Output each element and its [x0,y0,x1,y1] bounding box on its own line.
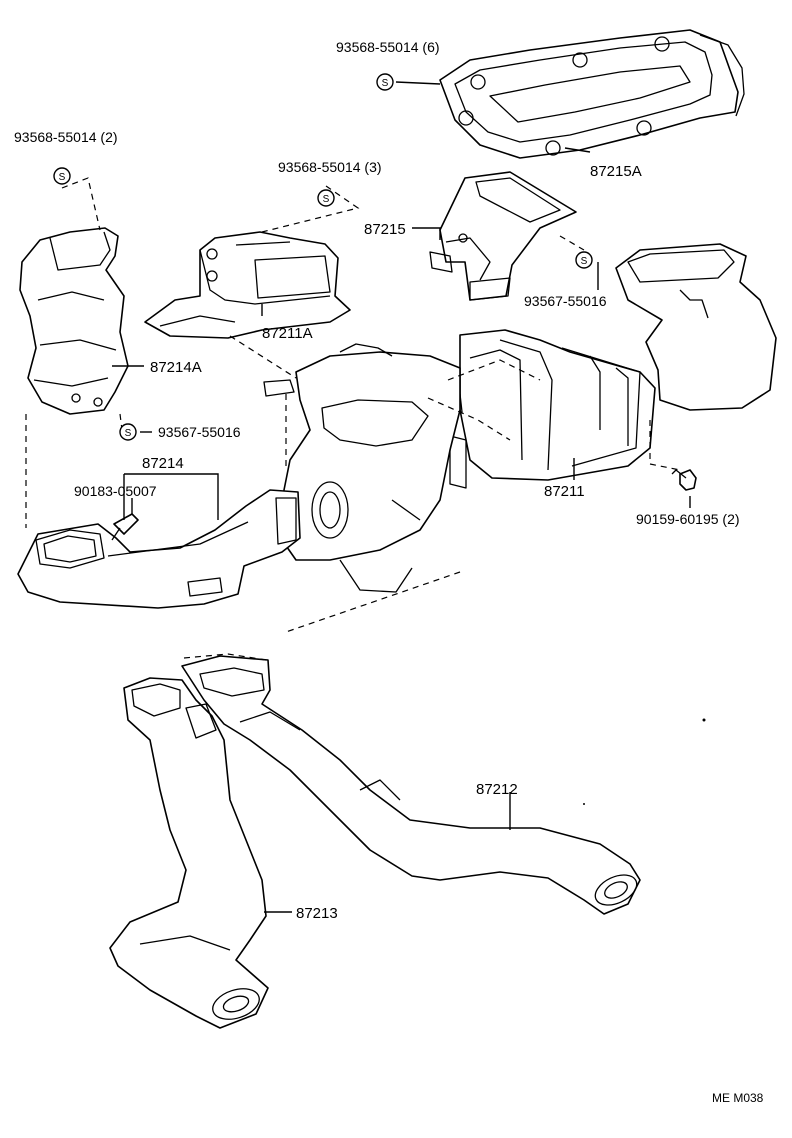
label-87214a: 87214A [150,359,202,376]
part-87214a-duct [19,227,129,415]
s-symbol-lower-left: S [119,423,137,441]
label-87214: 87214 [142,455,184,472]
part-87215a-cover [439,29,745,159]
label-87211a: 87211A [262,325,313,342]
label-90159-60195-2: 90159-60195 (2) [636,511,740,527]
label-90183-05007: 90183-05007 [74,483,157,499]
s-symbol-top: S [376,73,394,91]
s-symbol-letter: S [581,256,588,267]
stray-dot [702,718,706,722]
label-93568-55014-3: 93568-55014 (3) [278,159,382,175]
part-90159-screw [671,469,697,491]
label-87212: 87212 [476,781,518,798]
part-87211a-case [144,231,351,339]
figure-code: ME M038 [712,1091,764,1105]
s-symbol-left: S [53,167,71,185]
label-87213: 87213 [296,905,338,922]
s-symbol-mid: S [317,189,335,207]
label-93567-55016-right: 93567-55016 [524,293,607,309]
assembly-dashed-lines [25,177,681,661]
stray-dot [583,803,585,805]
part-87212-duct [181,655,641,915]
part-90183-clip [111,513,139,541]
part-87214-duct [17,489,301,609]
leader-lines [112,81,691,913]
s-symbol-letter: S [125,428,132,439]
s-symbol-letter: S [323,194,330,205]
s-symbol-letter: S [382,78,389,89]
label-87215a: 87215A [590,163,642,180]
part-intake-housing [615,243,777,411]
label-87215: 87215 [364,221,406,238]
part-87211-unit [429,329,656,489]
part-87215-inlet [429,171,577,301]
s-symbol-right: S [575,251,593,269]
part-87213-duct [109,677,269,1029]
label-87211: 87211 [544,483,585,500]
label-93567-55016-left: 93567-55016 [158,424,241,440]
label-93568-55014-6: 93568-55014 (6) [336,39,440,55]
label-93568-55014-2: 93568-55014 (2) [14,129,118,145]
part-heater-body [263,343,461,593]
s-symbol-letter: S [59,172,66,183]
